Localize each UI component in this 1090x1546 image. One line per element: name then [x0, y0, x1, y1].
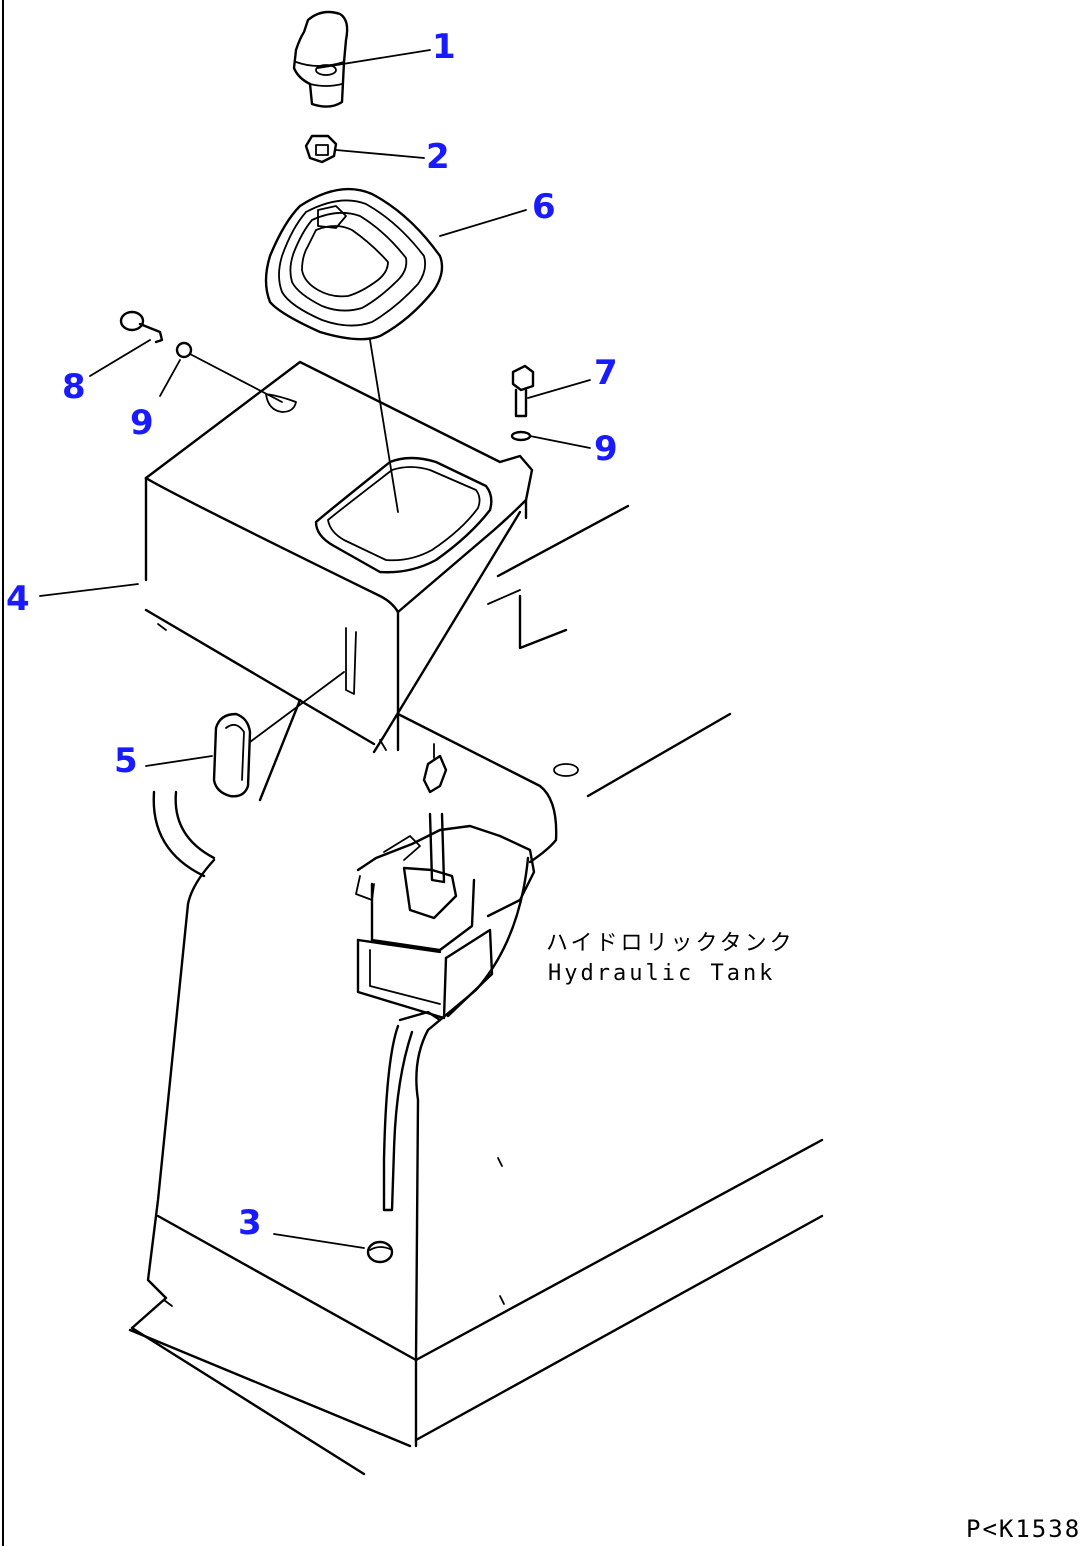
part-8-bolt — [119, 310, 164, 344]
control-valve-assembly — [355, 743, 536, 1212]
part-4-console-cover — [144, 360, 630, 754]
part-2-nut — [304, 134, 338, 164]
leader-lines — [39, 49, 591, 1249]
callout-9-left: 9 — [130, 403, 154, 443]
lower-frame — [128, 698, 824, 1476]
part-1-lever-knob — [292, 10, 349, 108]
part-5-grommet — [212, 712, 252, 798]
drawing-code: P<K1538 — [966, 1515, 1082, 1543]
callout-8: 8 — [62, 367, 86, 407]
hydraulic-tank-label-japanese: ハイドロリックタンク — [546, 931, 795, 956]
part-3-plug — [366, 1240, 394, 1264]
part-9-washer-left — [175, 341, 193, 359]
callout-6: 6 — [532, 187, 556, 227]
callout-2: 2 — [426, 137, 450, 177]
part-7-bolt — [511, 364, 535, 418]
callout-9-right: 9 — [594, 429, 618, 469]
part-9-washer-right — [510, 430, 532, 442]
callout-3: 3 — [238, 1203, 262, 1243]
hydraulic-tank-label-english: Hydraulic Tank — [548, 961, 776, 986]
callout-7: 7 — [594, 353, 618, 393]
callout-1: 1 — [432, 27, 456, 67]
callout-5: 5 — [114, 741, 138, 781]
callout-4: 4 — [6, 579, 30, 619]
left-frame-border — [2, 0, 4, 1546]
part-6-boot — [264, 187, 444, 341]
